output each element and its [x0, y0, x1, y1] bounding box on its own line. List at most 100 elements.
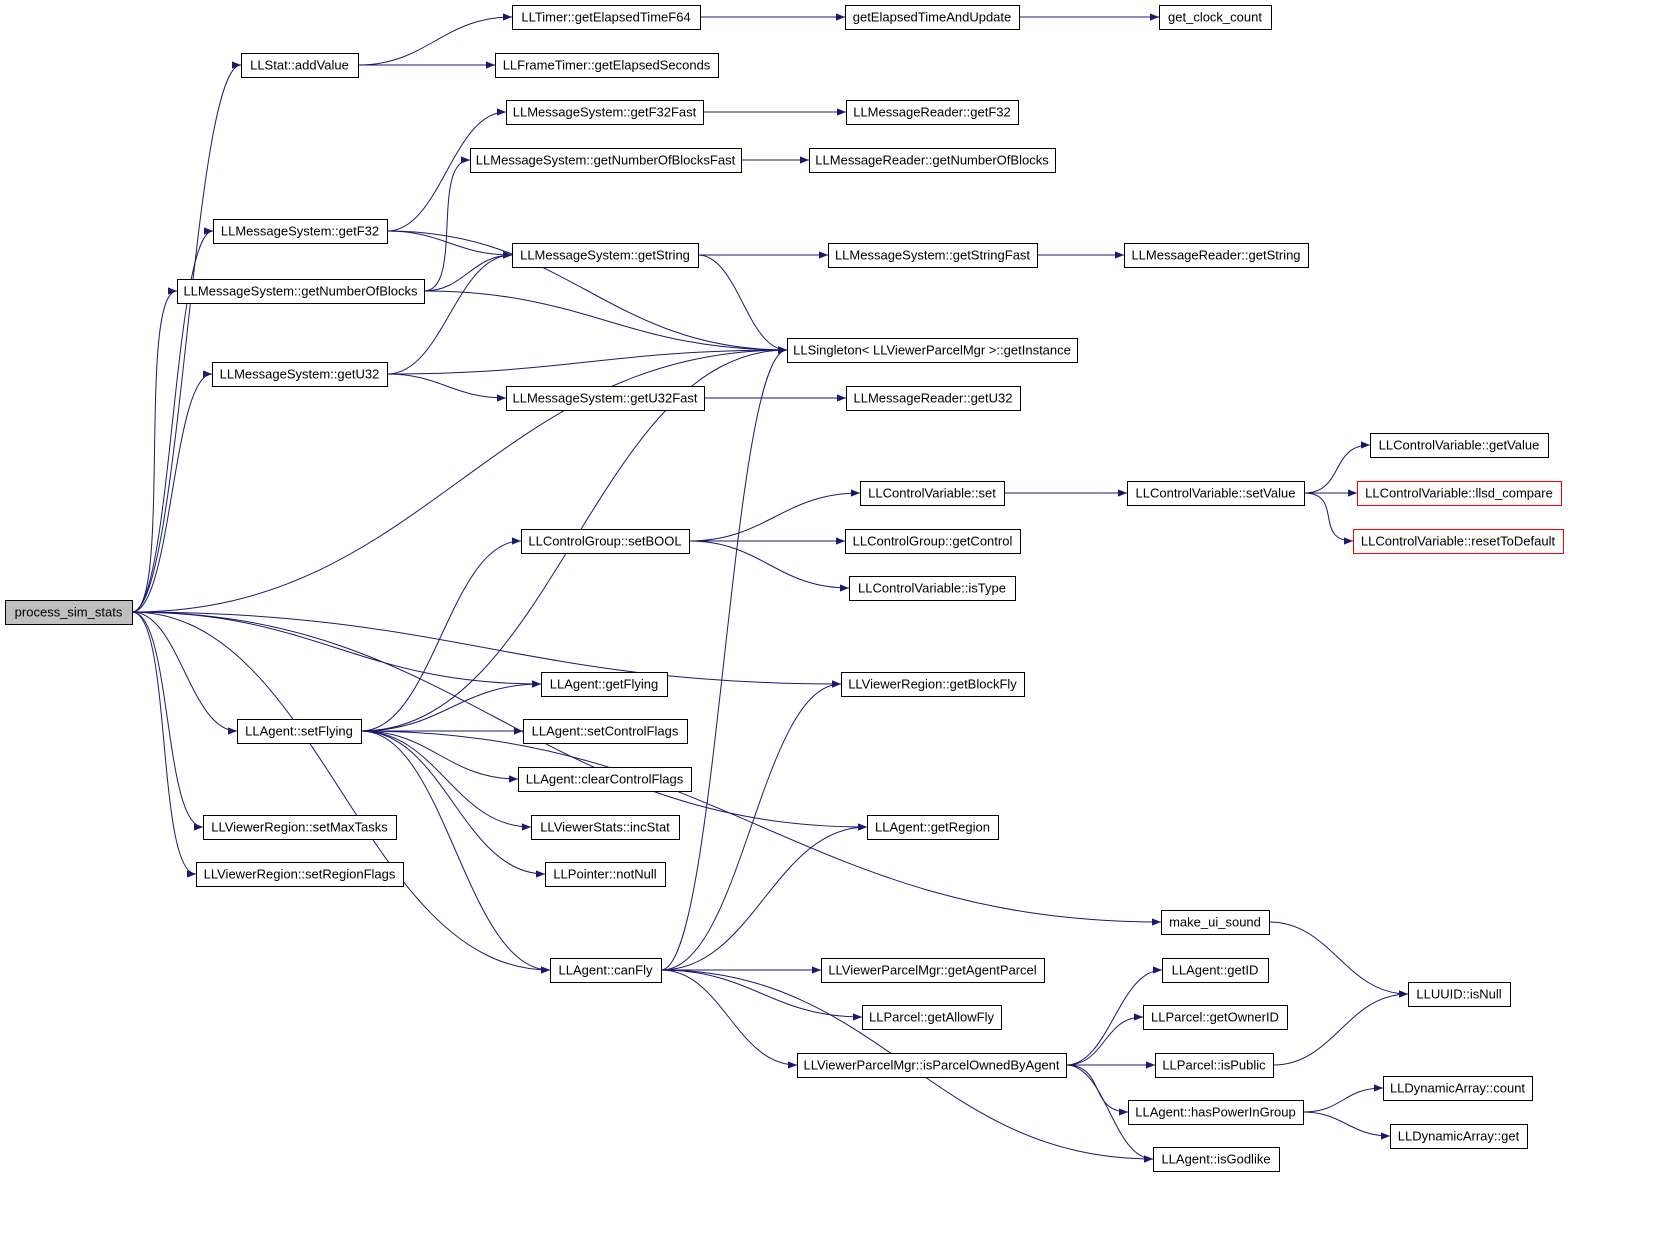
node-box-notNull[interactable]	[545, 862, 666, 887]
node-box-readerGetNumberOfBlocks[interactable]	[809, 148, 1056, 173]
node-box-setMaxTasks[interactable]	[203, 815, 397, 840]
node-box-daGet[interactable]	[1390, 1124, 1528, 1149]
node-get_clock_count[interactable]: get_clock_count	[1159, 5, 1272, 30]
node-box-getInstance[interactable]	[787, 338, 1078, 363]
node-readerGetU32[interactable]: LLMessageReader::getU32	[846, 386, 1021, 411]
node-box-getElapsedSeconds[interactable]	[495, 53, 719, 78]
node-notNull[interactable]: LLPointer::notNull	[545, 862, 666, 887]
node-box-getAgentParcel[interactable]	[821, 958, 1045, 983]
node-box-daCount[interactable]	[1383, 1076, 1533, 1101]
node-isType[interactable]: LLControlVariable::isType	[849, 576, 1016, 601]
node-box-canFly[interactable]	[550, 958, 662, 983]
node-box-getID[interactable]	[1162, 958, 1269, 983]
node-getID[interactable]: LLAgent::getID	[1162, 958, 1269, 983]
node-box-llsdCompare[interactable]	[1357, 481, 1562, 506]
node-box-getF32[interactable]	[213, 219, 388, 244]
node-setControlFlags[interactable]: LLAgent::setControlFlags	[523, 719, 688, 744]
node-box-getNumberOfBlocks[interactable]	[177, 279, 425, 304]
node-getU32[interactable]: LLMessageSystem::getU32	[212, 362, 388, 387]
node-box-getElapsedTimeF64[interactable]	[512, 5, 701, 30]
node-box-isParcelOwnedByAgent[interactable]	[797, 1053, 1067, 1078]
node-getNumberOfBlocksFast[interactable]: LLMessageSystem::getNumberOfBlocksFast	[470, 148, 742, 173]
node-box-clearControlFlags[interactable]	[518, 767, 692, 792]
node-isGodlike[interactable]: LLAgent::isGodlike	[1153, 1147, 1280, 1172]
node-getString[interactable]: LLMessageSystem::getString	[512, 243, 699, 268]
node-getStringFast[interactable]: LLMessageSystem::getStringFast	[828, 243, 1038, 268]
node-getF32Fast[interactable]: LLMessageSystem::getF32Fast	[506, 100, 704, 125]
node-daGet[interactable]: LLDynamicArray::get	[1390, 1124, 1528, 1149]
node-resetToDefault[interactable]: LLControlVariable::resetToDefault	[1353, 529, 1564, 554]
node-getOwnerID[interactable]: LLParcel::getOwnerID	[1143, 1005, 1288, 1030]
node-setBOOL[interactable]: LLControlGroup::setBOOL	[521, 529, 690, 554]
node-getF32[interactable]: LLMessageSystem::getF32	[213, 219, 388, 244]
node-process_sim_stats[interactable]: process_sim_stats	[5, 600, 133, 625]
node-setMaxTasks[interactable]: LLViewerRegion::setMaxTasks	[203, 815, 397, 840]
node-getFlying[interactable]: LLAgent::getFlying	[541, 672, 668, 697]
node-box-setFlying[interactable]	[237, 719, 362, 744]
node-getElapsedTimeAndUpdate[interactable]: getElapsedTimeAndUpdate	[845, 5, 1020, 30]
node-readerGetF32[interactable]: LLMessageReader::getF32	[846, 100, 1019, 125]
node-getAgentParcel[interactable]: LLViewerParcelMgr::getAgentParcel	[821, 958, 1045, 983]
node-box-setBOOL[interactable]	[521, 529, 690, 554]
node-box-getControl[interactable]	[845, 529, 1021, 554]
node-box-getString[interactable]	[512, 243, 699, 268]
node-setRegionFlags[interactable]: LLViewerRegion::setRegionFlags	[196, 862, 404, 887]
node-box-process_sim_stats[interactable]	[5, 600, 133, 625]
node-box-getF32Fast[interactable]	[506, 100, 704, 125]
node-box-isType[interactable]	[849, 576, 1016, 601]
node-box-isNull[interactable]	[1408, 982, 1511, 1007]
node-hasPowerInGroup[interactable]: LLAgent::hasPowerInGroup	[1128, 1100, 1304, 1125]
node-getElapsedTimeF64[interactable]: LLTimer::getElapsedTimeF64	[512, 5, 701, 30]
node-box-cvGetValue[interactable]	[1370, 433, 1549, 458]
node-isNull[interactable]: LLUUID::isNull	[1408, 982, 1511, 1007]
node-box-readerGetF32[interactable]	[846, 100, 1019, 125]
node-box-incStat[interactable]	[531, 815, 680, 840]
node-box-hasPowerInGroup[interactable]	[1128, 1100, 1304, 1125]
node-box-getStringFast[interactable]	[828, 243, 1038, 268]
node-box-setControlFlags[interactable]	[523, 719, 688, 744]
node-isParcelOwnedByAgent[interactable]: LLViewerParcelMgr::isParcelOwnedByAgent	[797, 1053, 1067, 1078]
node-box-isPublic[interactable]	[1155, 1053, 1274, 1078]
node-box-getOwnerID[interactable]	[1143, 1005, 1288, 1030]
node-box-isGodlike[interactable]	[1153, 1147, 1280, 1172]
node-getElapsedSeconds[interactable]: LLFrameTimer::getElapsedSeconds	[495, 53, 719, 78]
node-box-addValue[interactable]	[241, 53, 359, 78]
node-box-getNumberOfBlocksFast[interactable]	[470, 148, 742, 173]
node-cvSetValue[interactable]: LLControlVariable::setValue	[1127, 481, 1305, 506]
node-box-resetToDefault[interactable]	[1353, 529, 1564, 554]
node-isPublic[interactable]: LLParcel::isPublic	[1155, 1053, 1274, 1078]
node-clearControlFlags[interactable]: LLAgent::clearControlFlags	[518, 767, 692, 792]
node-make_ui_sound[interactable]: make_ui_sound	[1161, 910, 1270, 935]
node-readerGetNumberOfBlocks[interactable]: LLMessageReader::getNumberOfBlocks	[809, 148, 1056, 173]
node-box-cvSetValue[interactable]	[1127, 481, 1305, 506]
node-daCount[interactable]: LLDynamicArray::count	[1383, 1076, 1533, 1101]
node-box-readerGetString[interactable]	[1124, 243, 1309, 268]
node-cvSet[interactable]: LLControlVariable::set	[860, 481, 1005, 506]
node-box-make_ui_sound[interactable]	[1161, 910, 1270, 935]
node-getControl[interactable]: LLControlGroup::getControl	[845, 529, 1021, 554]
node-box-getElapsedTimeAndUpdate[interactable]	[845, 5, 1020, 30]
node-box-getAllowFly[interactable]	[862, 1005, 1002, 1030]
node-box-getBlockFly[interactable]	[841, 672, 1025, 697]
node-canFly[interactable]: LLAgent::canFly	[550, 958, 662, 983]
node-incStat[interactable]: LLViewerStats::incStat	[531, 815, 680, 840]
node-box-get_clock_count[interactable]	[1159, 5, 1272, 30]
node-setFlying[interactable]: LLAgent::setFlying	[237, 719, 362, 744]
node-addValue[interactable]: LLStat::addValue	[241, 53, 359, 78]
node-getRegion[interactable]: LLAgent::getRegion	[867, 815, 999, 840]
node-cvGetValue[interactable]: LLControlVariable::getValue	[1370, 433, 1549, 458]
node-readerGetString[interactable]: LLMessageReader::getString	[1124, 243, 1309, 268]
node-box-readerGetU32[interactable]	[846, 386, 1021, 411]
node-llsdCompare[interactable]: LLControlVariable::llsd_compare	[1357, 481, 1562, 506]
node-box-setRegionFlags[interactable]	[196, 862, 404, 887]
node-box-getU32[interactable]	[212, 362, 388, 387]
node-box-getU32Fast[interactable]	[506, 386, 705, 411]
node-box-getFlying[interactable]	[541, 672, 668, 697]
node-getU32Fast[interactable]: LLMessageSystem::getU32Fast	[506, 386, 705, 411]
node-box-getRegion[interactable]	[867, 815, 999, 840]
node-getInstance[interactable]: LLSingleton< LLViewerParcelMgr >::getIns…	[787, 338, 1078, 363]
node-box-cvSet[interactable]	[860, 481, 1005, 506]
node-getNumberOfBlocks[interactable]: LLMessageSystem::getNumberOfBlocks	[177, 279, 425, 304]
node-getAllowFly[interactable]: LLParcel::getAllowFly	[862, 1005, 1002, 1030]
node-getBlockFly[interactable]: LLViewerRegion::getBlockFly	[841, 672, 1025, 697]
